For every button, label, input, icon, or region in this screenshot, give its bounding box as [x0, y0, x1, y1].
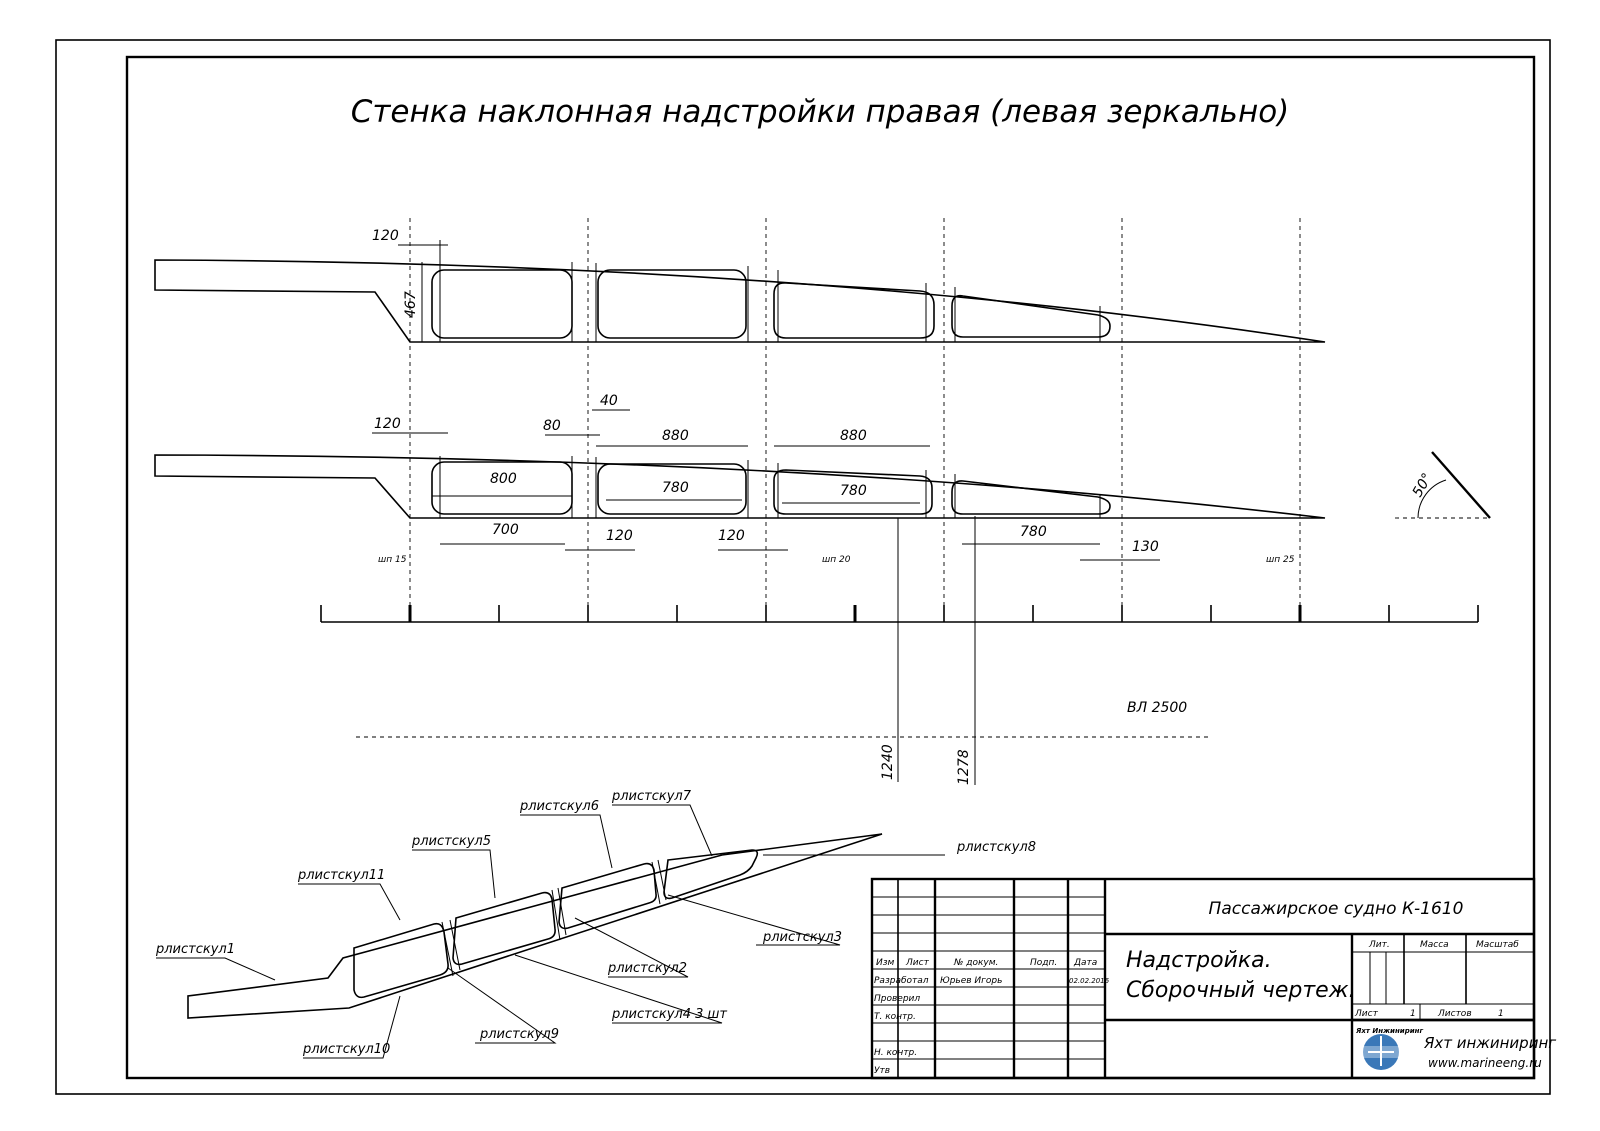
part-leaders [156, 804, 945, 1059]
lit-label: Лит. [1368, 940, 1390, 950]
v2-dim-80: 80 [543, 418, 561, 434]
part-label-2: рлистскул2 [607, 961, 687, 976]
v2-dim-780a: 780 [662, 480, 689, 496]
isometric-view [187, 833, 883, 1019]
v2-dim-780b: 780 [840, 483, 867, 499]
vessel-name: Пассажирское судно К-1610 [1209, 899, 1464, 919]
hdr-date: Дата [1073, 958, 1097, 968]
v2-dim-130: 130 [1132, 539, 1159, 555]
doc-name-line1: Надстройка. [1126, 948, 1272, 973]
v2-dim-880a: 880 [662, 428, 689, 444]
outer-border [55, 39, 1551, 1095]
wall-view-1: 120 467 [154, 228, 1326, 343]
sheets-number: 1 [1498, 1009, 1504, 1019]
v1-dim-467: 467 [403, 291, 419, 318]
title-block [870, 877, 1536, 1080]
waterline-label: ВЛ 2500 [1127, 700, 1187, 716]
part-label-7: рлистскул7 [611, 789, 692, 804]
sheet-number: 1 [1410, 1009, 1416, 1019]
part-label-6: рлистскул6 [519, 799, 599, 814]
part-label-1: рлистскул1 [155, 942, 235, 957]
v2-dim-800: 800 [490, 471, 517, 487]
inner-frame [125, 55, 1536, 1080]
row-checked: Проверил [874, 994, 920, 1004]
sheet-label: Лист [1354, 1009, 1379, 1019]
part-label-8: рлистскул8 [956, 840, 1036, 855]
row-ncontrol: Н. контр. [874, 1048, 917, 1058]
v2-dim-120a: 120 [374, 416, 401, 432]
row-approved: Утв [874, 1066, 890, 1076]
row-developed: Разработал [874, 976, 929, 986]
hdr-doc: № докум. [953, 958, 998, 968]
part-label-10: рлистскул10 [302, 1042, 390, 1057]
v2-dim-40: 40 [600, 393, 618, 409]
v2-dim-120c: 120 [718, 528, 745, 544]
v1-dim-120: 120 [372, 228, 399, 244]
v2-dim-780c: 780 [1020, 524, 1047, 540]
v2-dim-880b: 880 [840, 428, 867, 444]
height-1240: 1240 [880, 744, 896, 780]
company-name: Яхт инжиниринг [1423, 1034, 1556, 1052]
doc-name-line2: Сборочный чертеж. [1126, 978, 1356, 1003]
hdr-list: Лист [905, 958, 930, 968]
logo-text: Яхт Инжиниринг [1355, 1027, 1423, 1035]
frame-15-label: шп 15 [378, 555, 407, 565]
scale-label: Масштаб [1476, 940, 1519, 950]
part-label-9: рлистскул9 [479, 1027, 559, 1042]
v2-dim-700: 700 [492, 522, 519, 538]
part-label-3: рлистскул3 [762, 930, 842, 945]
part-label-5: рлистскул5 [411, 834, 491, 849]
v2-dim-120b: 120 [606, 528, 633, 544]
frame-scale-bar [320, 605, 1479, 623]
angle-label: 50° [1410, 470, 1436, 500]
drawing-title: Стенка наклонная надстройки правая (лева… [351, 94, 1290, 130]
part-label-11: рлистскул11 [297, 868, 385, 883]
mass-label: Масса [1420, 940, 1449, 950]
company-logo: Яхт Инжиниринг [1355, 1027, 1423, 1070]
row-tcontrol: Т. контр. [874, 1012, 916, 1022]
part-label-4: рлистскул4 3 шт [611, 1007, 727, 1022]
hdr-izm: Изм [876, 958, 895, 968]
dev-date: 02.02.2016 [1069, 977, 1110, 985]
wall-view-2: 120 80 40 880 880 800 780 780 700 120 12… [154, 393, 1491, 561]
sheets-label: Листов [1437, 1009, 1472, 1019]
height-1278: 1278 [956, 749, 972, 785]
developer-name: Юрьев Игорь [940, 976, 1002, 986]
hdr-sign: Подп. [1030, 958, 1057, 968]
frame-lines [409, 218, 1301, 615]
frame-25-label: шп 25 [1266, 555, 1295, 565]
company-website: www.marineeng.ru [1428, 1056, 1542, 1070]
frame-20-label: шп 20 [822, 555, 851, 565]
